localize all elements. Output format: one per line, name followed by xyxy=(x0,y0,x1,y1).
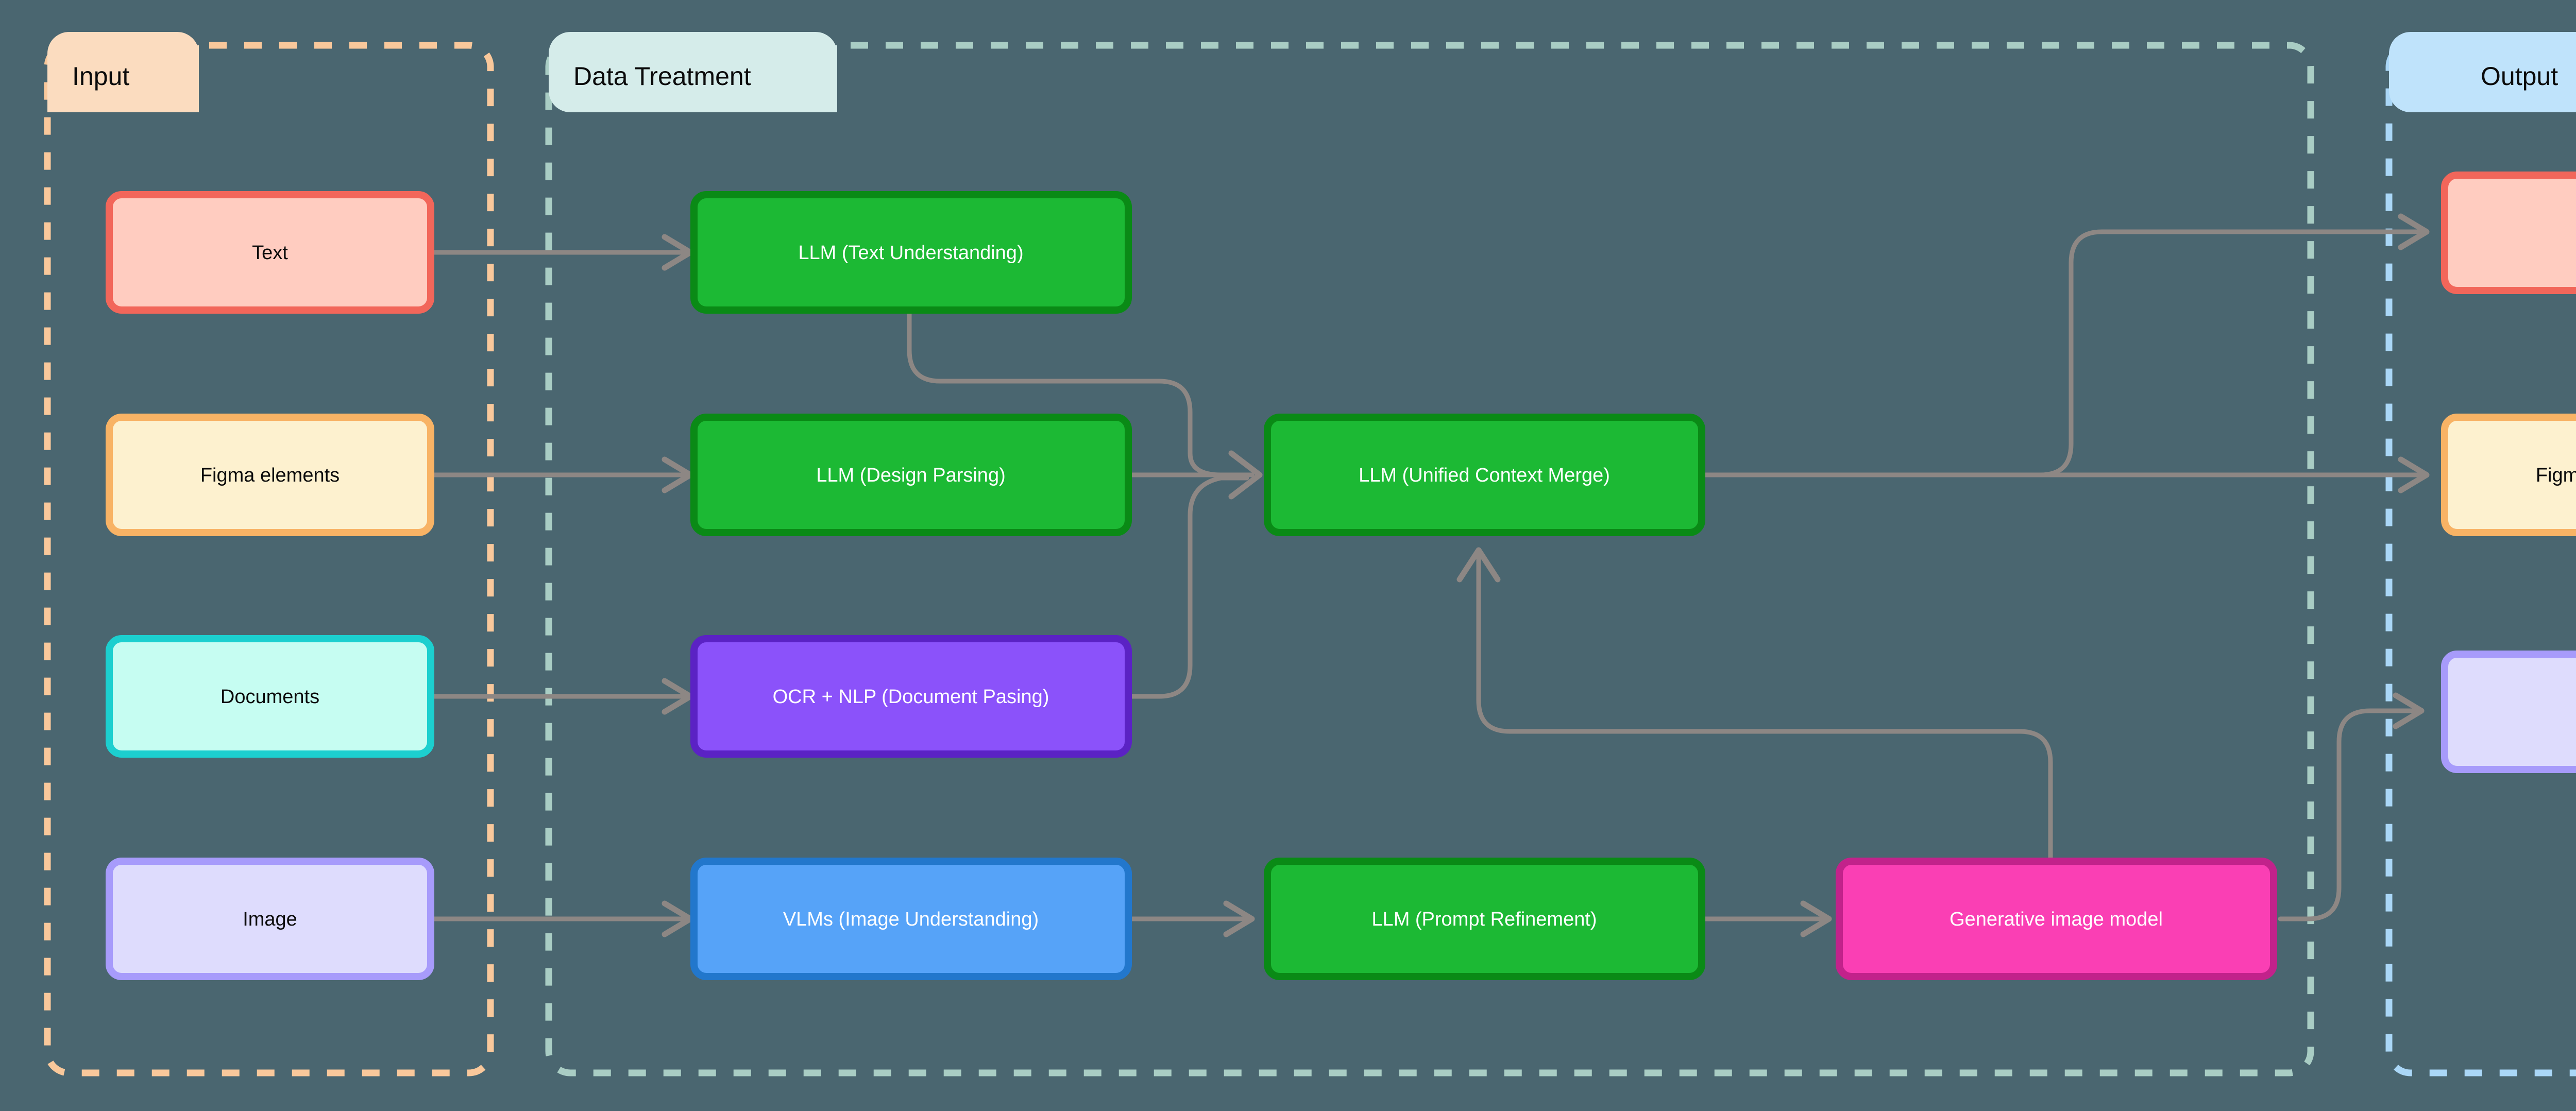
node-in-figma[interactable]: Figma elements xyxy=(106,414,434,536)
node-out-image-box[interactable] xyxy=(2441,651,2576,773)
node-llm-merge[interactable]: LLM (Unified Context Merge) xyxy=(1264,414,1705,536)
node-in-figma-label: Figma elements xyxy=(200,465,340,486)
node-out-text[interactable]: Text xyxy=(2441,172,2576,294)
edge-arrow-9 xyxy=(2398,456,2430,493)
node-vlms[interactable]: VLMs (Image Understanding) xyxy=(690,858,1132,980)
node-in-docs-box[interactable] xyxy=(106,635,434,758)
node-ocr-nlp-box[interactable] xyxy=(690,635,1132,758)
edge-arrow-merge-in xyxy=(1228,450,1263,500)
node-llm-design[interactable]: LLM (Design Parsing) xyxy=(690,414,1132,536)
node-in-text-box[interactable] xyxy=(106,191,434,314)
edge-ocr-to-merge xyxy=(1126,475,1249,699)
node-out-figma[interactable]: Figma elements xyxy=(2441,414,2576,536)
group-output-label: Output xyxy=(2481,62,2558,91)
node-in-image-label: Image xyxy=(243,909,297,930)
node-in-image[interactable]: Image xyxy=(106,858,434,980)
group-treatment: Data Treatment xyxy=(545,32,2314,1076)
node-out-figma-box[interactable] xyxy=(2441,414,2576,536)
node-llm-design-box[interactable] xyxy=(690,414,1132,536)
node-out-figma-label: Figma elements xyxy=(2536,465,2576,486)
group-output-label-bg2 xyxy=(2419,45,2576,112)
edge-llm-text-to-merge xyxy=(907,309,1255,477)
node-vlms-label: VLMs (Image Understanding) xyxy=(783,909,1039,930)
edge-arrow-8 xyxy=(2398,213,2430,250)
node-gen-image[interactable]: Generative image model xyxy=(1836,858,2277,980)
group-output-border xyxy=(2385,42,2576,1076)
edges-layer xyxy=(428,213,2430,937)
group-input-border xyxy=(44,42,494,1076)
node-llm-text[interactable]: LLM (Text Understanding) xyxy=(690,191,1132,314)
node-llm-text-label: LLM (Text Understanding) xyxy=(798,242,1023,264)
node-in-text[interactable]: Text xyxy=(106,191,434,314)
node-llm-prompt-box[interactable] xyxy=(1264,858,1705,980)
group-input-label: Input xyxy=(72,62,129,91)
node-ocr-nlp-label: OCR + NLP (Document Pasing) xyxy=(773,686,1049,708)
node-in-image-box[interactable] xyxy=(106,858,434,980)
node-vlms-box[interactable] xyxy=(690,858,1132,980)
edge-arrow-5 xyxy=(1223,900,1255,937)
group-output: Output xyxy=(2385,32,2576,1076)
node-in-docs[interactable]: Documents xyxy=(106,635,434,758)
node-llm-design-label: LLM (Design Parsing) xyxy=(816,465,1005,486)
edge-arrow-7 xyxy=(1456,547,1501,583)
node-gen-image-box[interactable] xyxy=(1836,858,2277,980)
group-treatment-label-bg2 xyxy=(579,45,837,112)
node-in-figma-box[interactable] xyxy=(106,414,434,536)
group-input-label-bg2 xyxy=(77,45,199,112)
node-llm-merge-box[interactable] xyxy=(1264,414,1705,536)
node-llm-prompt-label: LLM (Prompt Refinement) xyxy=(1371,909,1597,930)
edge-gen-to-out-image xyxy=(2278,708,2419,921)
node-ocr-nlp[interactable]: OCR + NLP (Document Pasing) xyxy=(690,635,1132,758)
node-llm-text-box[interactable] xyxy=(690,191,1132,314)
edge-gen-to-merge xyxy=(1476,554,2053,888)
node-out-text-box[interactable] xyxy=(2441,172,2576,294)
node-llm-prompt[interactable]: LLM (Prompt Refinement) xyxy=(1264,858,1705,980)
edge-arrow-6 xyxy=(1800,900,1832,937)
edge-arrow-10 xyxy=(2393,692,2425,729)
group-treatment-label: Data Treatment xyxy=(573,62,751,91)
group-input: Input xyxy=(44,32,494,1076)
node-in-docs-label: Documents xyxy=(221,686,319,708)
node-gen-image-label: Generative image model xyxy=(1950,909,2163,930)
node-in-text-label: Text xyxy=(252,242,288,264)
node-llm-merge-label: LLM (Unified Context Merge) xyxy=(1359,465,1610,486)
node-out-image[interactable]: Image xyxy=(2441,651,2576,773)
group-treatment-border xyxy=(545,42,2314,1076)
